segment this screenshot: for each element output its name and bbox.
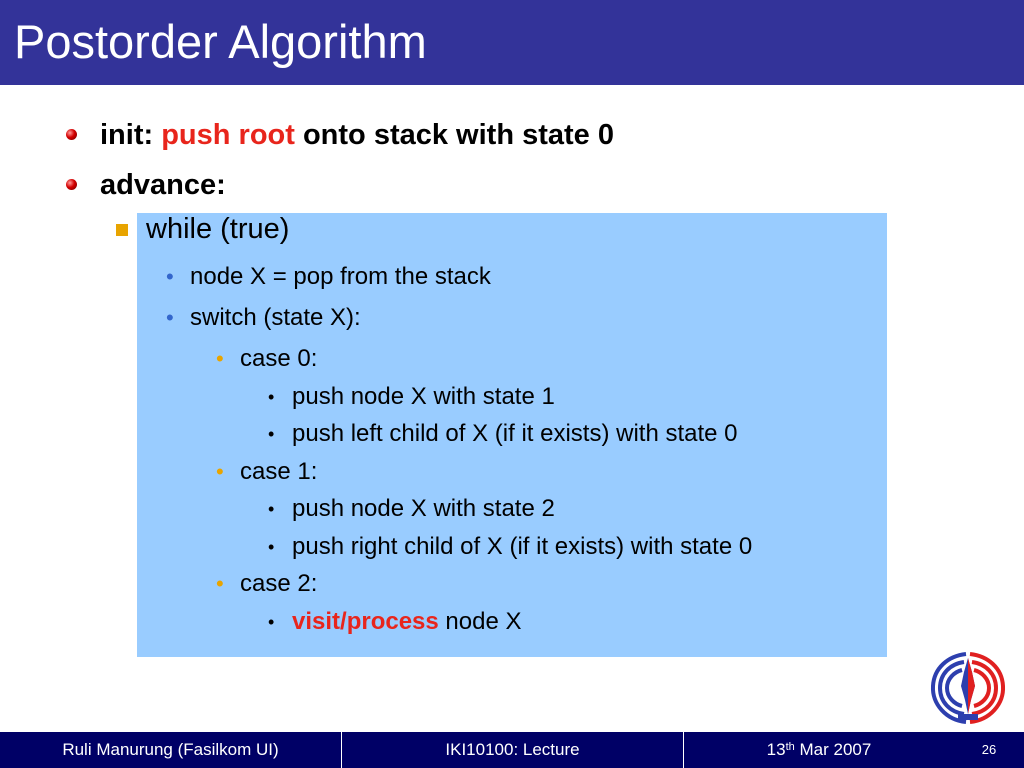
switch-line: switch (state X): bbox=[190, 304, 361, 331]
orange-bullet-icon: • bbox=[216, 459, 224, 484]
case0-a-line: push node X with state 1 bbox=[292, 383, 555, 410]
blue-bullet-icon: • bbox=[166, 264, 174, 289]
orange-bullet-icon: • bbox=[216, 571, 224, 596]
page-number: 26 bbox=[981, 742, 997, 757]
case2-a-line: visit/process node X bbox=[292, 607, 521, 637]
footer-divider bbox=[683, 732, 684, 768]
visit-suffix: node X bbox=[438, 608, 522, 635]
case0-b-line: push left child of X (if it exists) with… bbox=[292, 420, 738, 447]
init-suffix: onto stack with state 0 bbox=[294, 119, 614, 151]
case0-line: case 0: bbox=[240, 345, 318, 372]
black-bullet-icon: • bbox=[268, 537, 275, 557]
university-logo-icon bbox=[930, 652, 1006, 724]
footer-date-rest: Mar 2007 bbox=[794, 740, 872, 759]
visit-highlight: visit/process bbox=[292, 608, 439, 635]
case1-b-line: push right child of X (if it exists) wit… bbox=[292, 533, 753, 560]
black-bullet-icon: • bbox=[268, 612, 275, 632]
case1-a-line: push node X with state 2 bbox=[292, 495, 555, 522]
init-highlight: push root bbox=[161, 119, 295, 151]
orange-square-bullet-icon bbox=[116, 224, 128, 236]
init-prefix: init: bbox=[100, 119, 162, 151]
code-box bbox=[136, 212, 888, 658]
pop-line: node X = pop from the stack bbox=[190, 263, 491, 290]
slide-title: Postorder Algorithm bbox=[14, 15, 427, 68]
bullet-init-text: init: push root onto stack with state 0 bbox=[100, 118, 614, 152]
footer-course: IKI10100: Lecture bbox=[445, 740, 580, 759]
blue-bullet-icon: • bbox=[166, 305, 174, 330]
case1-line: case 1: bbox=[240, 458, 318, 485]
footer-author: Ruli Manurung (Fasilkom UI) bbox=[62, 740, 279, 759]
red-ball-bullet-icon bbox=[66, 129, 77, 140]
footer-bar: Ruli Manurung (Fasilkom UI) IKI10100: Le… bbox=[0, 732, 1024, 768]
footer-date-day: 13 bbox=[766, 740, 786, 759]
black-bullet-icon: • bbox=[268, 499, 275, 519]
footer-date: 13th Mar 2007 bbox=[684, 732, 954, 768]
while-line: while (true) bbox=[146, 213, 290, 245]
orange-bullet-icon: • bbox=[216, 346, 224, 371]
black-bullet-icon: • bbox=[268, 387, 275, 407]
case2-line: case 2: bbox=[240, 570, 318, 597]
title-bar: Postorder Algorithm bbox=[0, 0, 1024, 86]
red-ball-bullet-icon bbox=[66, 179, 77, 190]
footer-divider bbox=[341, 732, 342, 768]
black-bullet-icon: • bbox=[268, 424, 275, 444]
bullet-advance-text: advance: bbox=[100, 169, 226, 201]
footer-date-sup: th bbox=[785, 741, 795, 753]
